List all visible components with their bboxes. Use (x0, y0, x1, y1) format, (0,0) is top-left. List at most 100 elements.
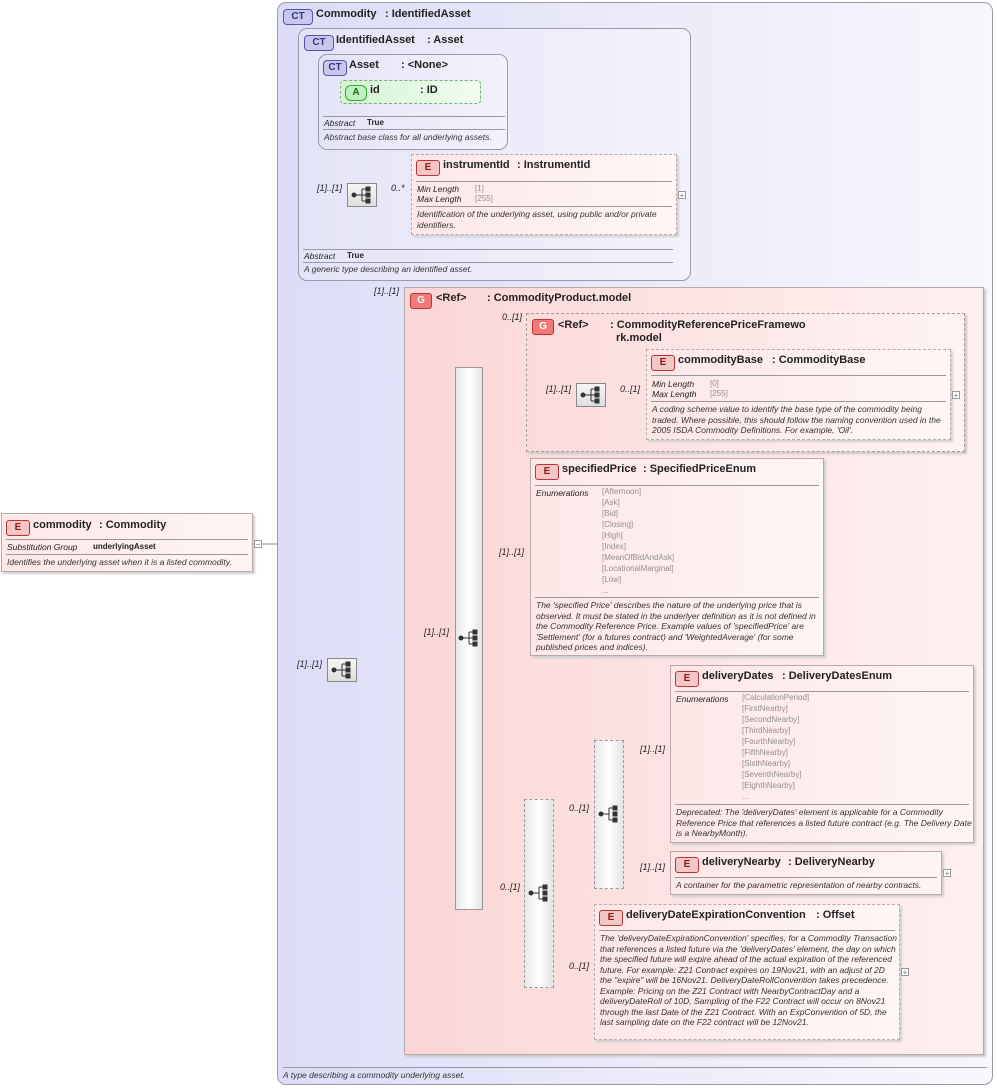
element-type: : Commodity (99, 519, 167, 531)
element-delivery-dates[interactable]: E deliveryDates : DeliveryDatesEnum Enum… (670, 665, 974, 843)
group-badge: G (410, 293, 432, 309)
choice-multiplicity: 0..[1] (500, 882, 521, 892)
min-length-value: [1] (475, 184, 484, 193)
sequence-icon (331, 661, 351, 679)
element-badge: E (416, 160, 440, 176)
element-description: The 'specified Price' describes the natu… (536, 600, 816, 652)
element-description: Identifies the underlying asset when it … (7, 557, 232, 567)
enumerations-label: Enumerations (536, 488, 589, 498)
enumeration-value: [High] (602, 531, 623, 540)
attribute-name: id (370, 84, 380, 96)
enumeration-value: [FourthNearby] (742, 737, 796, 746)
element-name: commodity (33, 519, 92, 531)
enumeration-value: [Closing] (602, 520, 634, 529)
max-length-value: [255] (475, 194, 493, 203)
complex-type-badge: CT (323, 60, 347, 76)
complex-type-name: Commodity (316, 8, 377, 20)
element-description: Identification of the underlying asset, … (417, 209, 657, 230)
sequence-multiplicity: [1]..[1] (546, 384, 572, 394)
specified-price-multiplicity: [1]..[1] (499, 547, 525, 557)
group-badge: G (532, 319, 554, 335)
divider (651, 375, 946, 376)
element-badge: E (675, 857, 699, 873)
enumeration-value: [FirstNearby] (742, 704, 788, 713)
collapse-commodity-icon[interactable]: − (254, 540, 262, 549)
divider (675, 691, 969, 692)
complex-type-base: : Asset (427, 34, 464, 46)
enumeration-value: ... (602, 586, 609, 595)
enumerations-label: Enumerations (676, 694, 729, 704)
enumeration-value: [SecondNearby] (742, 715, 800, 724)
element-name: instrumentId (443, 159, 510, 171)
enumeration-value: [Bid] (602, 509, 619, 518)
commodity-base-multiplicity: 0..[1] (620, 384, 641, 394)
group-name: <Ref> (436, 292, 467, 304)
element-description: A coding scheme value to identify the ba… (652, 404, 941, 435)
group-multiplicity: 0..[1] (502, 312, 523, 322)
sequence-multiplicity: [1]..[1] (424, 627, 450, 637)
expand-commodity-base-icon[interactable]: + (952, 391, 960, 400)
complex-type-description: Abstract base class for all underlying a… (324, 132, 492, 142)
group-type-continued: rk.model (616, 332, 662, 344)
element-specified-price[interactable]: E specifiedPrice : SpecifiedPriceEnum En… (530, 458, 824, 656)
enumeration-value: [ThirdNearby] (742, 726, 791, 735)
divider (303, 249, 673, 250)
complex-type-description: A type describing a commodity underlying… (283, 1070, 466, 1080)
enumeration-value: [Afternoon] (602, 487, 642, 496)
min-length-label: Min Length (417, 184, 460, 194)
enumeration-value: [Low] (602, 575, 622, 584)
divider (599, 930, 895, 931)
group-name: <Ref> (558, 319, 589, 331)
element-name: commodityBase (678, 354, 763, 366)
abstract-value: True (347, 251, 364, 260)
complex-type-badge: CT (283, 9, 313, 25)
divider (323, 129, 505, 130)
delivery-nearby-multiplicity: [1]..[1] (640, 862, 666, 872)
element-badge: E (675, 671, 699, 687)
element-commodity[interactable]: E commodity : Commodity Substitution Gro… (1, 513, 253, 572)
enumeration-value: [Ask] (602, 498, 620, 507)
abstract-label: Abstract (304, 251, 336, 261)
expand-instrument-id-icon[interactable]: + (678, 191, 686, 200)
element-delivery-nearby[interactable]: E deliveryNearby : DeliveryNearby A cont… (670, 851, 942, 895)
attribute-type: : ID (420, 84, 438, 96)
divider (535, 597, 819, 598)
complex-type-badge: CT (304, 35, 334, 51)
complex-type-name: IdentifiedAsset (336, 34, 415, 46)
divider (675, 877, 937, 878)
sequence-multiplicity: [1]..[1] (317, 183, 343, 193)
divider (323, 116, 505, 117)
sequence-multiplicity: [1]..[1] (297, 659, 323, 669)
expand-delivery-nearby-icon[interactable]: + (943, 869, 951, 878)
delivery-expiration-multiplicity: 0..[1] (569, 961, 590, 971)
min-length-value: [0] (710, 379, 719, 388)
divider (651, 401, 946, 402)
element-type: : DeliveryDatesEnum (782, 670, 893, 682)
element-name: deliveryDates (702, 670, 774, 682)
choice-icon (598, 805, 618, 823)
delivery-dates-multiplicity: [1]..[1] (640, 744, 666, 754)
enumeration-value: [SeventhNearby] (742, 770, 802, 779)
substitution-group-label: Substitution Group (7, 542, 78, 552)
divider (416, 206, 672, 207)
enumeration-value: [FifthNearby] (742, 748, 788, 757)
element-description: A container for the parametric represent… (676, 880, 922, 890)
complex-type-name: Asset (349, 59, 379, 71)
element-type: : InstrumentId (517, 159, 591, 171)
attribute-id[interactable]: A id : ID (340, 80, 481, 104)
complex-type-description: A generic type describing an identified … (304, 264, 473, 274)
element-commodity-base[interactable]: E commodityBase : CommodityBase Min Leng… (646, 349, 951, 440)
element-badge: E (651, 355, 675, 371)
divider (675, 804, 969, 805)
element-badge: E (535, 464, 559, 480)
sequence-icon (351, 186, 371, 204)
element-delivery-date-expiration-convention[interactable]: E deliveryDateExpirationConvention : Off… (594, 904, 900, 1040)
group-multiplicity: [1]..[1] (374, 286, 400, 296)
element-description: The 'deliveryDateExpirationConvention' s… (600, 933, 897, 1027)
max-length-label: Max Length (417, 194, 462, 204)
enumeration-value: [EighthNearby] (742, 781, 795, 790)
element-instrument-id[interactable]: E instrumentId : InstrumentId Min Length… (411, 154, 677, 235)
expand-delivery-expiration-icon[interactable]: + (901, 968, 909, 977)
instrument-id-multiplicity: 0..* (391, 183, 405, 193)
complex-type-base: : IdentifiedAsset (385, 8, 471, 20)
